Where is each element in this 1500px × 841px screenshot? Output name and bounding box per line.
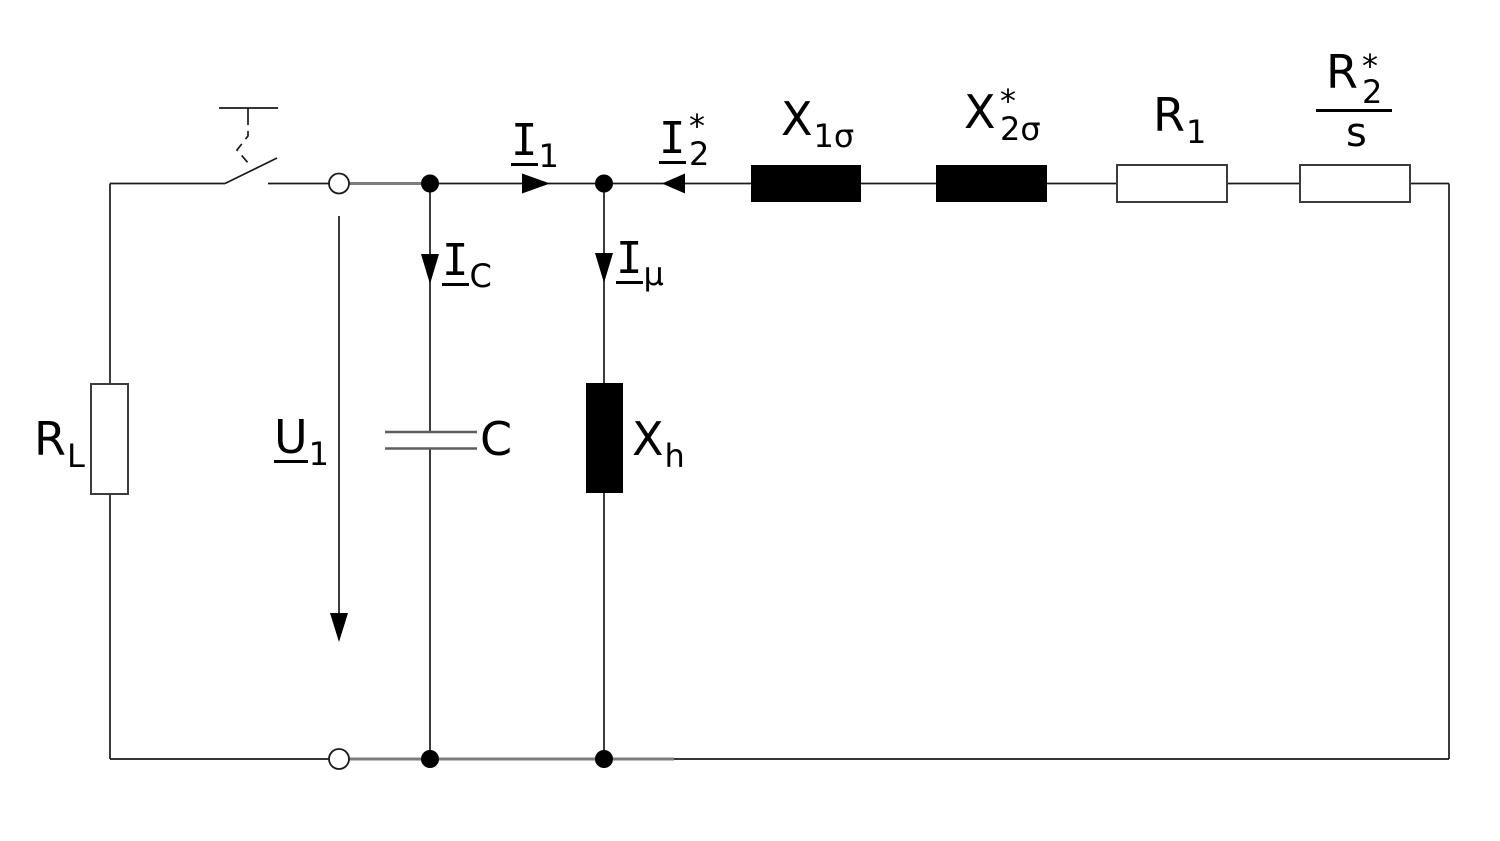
label-capacitor: C bbox=[480, 416, 512, 462]
rotor-resistance-symbol: R bbox=[1326, 45, 1358, 99]
rotor-leakage-symbol: X bbox=[964, 85, 996, 139]
capacitor-symbol: C bbox=[480, 412, 513, 466]
label-stator-current: I1 bbox=[511, 115, 559, 172]
rotor-current-arrowhead bbox=[662, 173, 685, 194]
label-stator-leakage-reactance: X1σ bbox=[781, 92, 854, 152]
magnetizing-current-subscript: μ bbox=[643, 255, 664, 293]
label-magnetizing-reactance: Xh bbox=[632, 412, 685, 472]
junction-dot-bottom-magnetizing bbox=[595, 750, 613, 768]
switch-blade bbox=[224, 157, 278, 185]
label-load-resistor: RL bbox=[34, 412, 85, 472]
label-terminal-voltage: U1 bbox=[274, 410, 329, 470]
stator-resistance-subscript: 1 bbox=[1185, 113, 1207, 151]
rotor-resistance-box bbox=[1299, 164, 1411, 203]
terminal-circle-bottom bbox=[328, 748, 350, 770]
label-rotor-leakage-reactance: X * 2σ bbox=[964, 85, 1041, 145]
rotor-resistance-superscript: * bbox=[1362, 47, 1378, 85]
rotor-current-symbol: I bbox=[659, 113, 686, 164]
stator-resistance-symbol: R bbox=[1153, 88, 1185, 142]
junction-dot-top-magnetizing bbox=[595, 174, 613, 193]
junction-dot-bottom-capacitor bbox=[421, 750, 439, 768]
load-resistor-symbol: R bbox=[34, 412, 66, 466]
stator-leakage-symbol: X bbox=[781, 92, 813, 146]
slip-symbol: s bbox=[1346, 110, 1367, 156]
capacitor-current-symbol: I bbox=[442, 235, 469, 286]
magnetizing-current-symbol: I bbox=[616, 233, 643, 284]
junction-dot-top-capacitor bbox=[421, 174, 439, 193]
label-capacitor-current: IC bbox=[442, 235, 492, 292]
capacitor-current-arrowhead bbox=[421, 254, 439, 284]
stator-current-symbol: I bbox=[511, 115, 538, 166]
stator-leakage-box bbox=[751, 165, 861, 202]
fraction-bar bbox=[1316, 109, 1392, 112]
capacitor-current-subscript: C bbox=[469, 257, 492, 295]
label-stator-resistance: R1 bbox=[1153, 88, 1206, 148]
terminal-circle-top bbox=[328, 172, 350, 195]
switch-actuator-link-dashed bbox=[235, 116, 250, 165]
load-resistor-subscript: L bbox=[66, 437, 85, 475]
rotor-leakage-superscript: * bbox=[1000, 82, 1016, 120]
voltage-symbol: U bbox=[274, 410, 308, 464]
rotor-resistance-subscript: 2 bbox=[1362, 73, 1383, 111]
load-resistor-box bbox=[90, 383, 129, 495]
rotor-current-superscript: * bbox=[689, 107, 705, 145]
label-rotor-resistance-over-slip: R * 2 s bbox=[1316, 49, 1392, 161]
voltage-subscript: 1 bbox=[308, 435, 330, 473]
rotor-current-subscript: 2 bbox=[689, 135, 710, 173]
rotor-leakage-subscript: 2σ bbox=[1000, 110, 1041, 148]
label-magnetizing-current: Iμ bbox=[616, 233, 664, 290]
magnetizing-reactance-box bbox=[586, 383, 623, 493]
stator-current-arrowhead bbox=[522, 173, 550, 194]
magnetizing-current-arrowhead bbox=[595, 253, 613, 283]
stator-leakage-subscript: 1σ bbox=[813, 117, 855, 155]
stator-current-subscript: 1 bbox=[538, 137, 559, 175]
magnetizing-reactance-subscript: h bbox=[664, 437, 685, 475]
stator-resistance-box bbox=[1116, 164, 1228, 203]
voltage-arrowhead bbox=[330, 613, 348, 642]
rotor-leakage-box bbox=[936, 165, 1047, 202]
label-rotor-current: I * 2 bbox=[659, 110, 709, 170]
magnetizing-reactance-symbol: X bbox=[632, 412, 664, 466]
